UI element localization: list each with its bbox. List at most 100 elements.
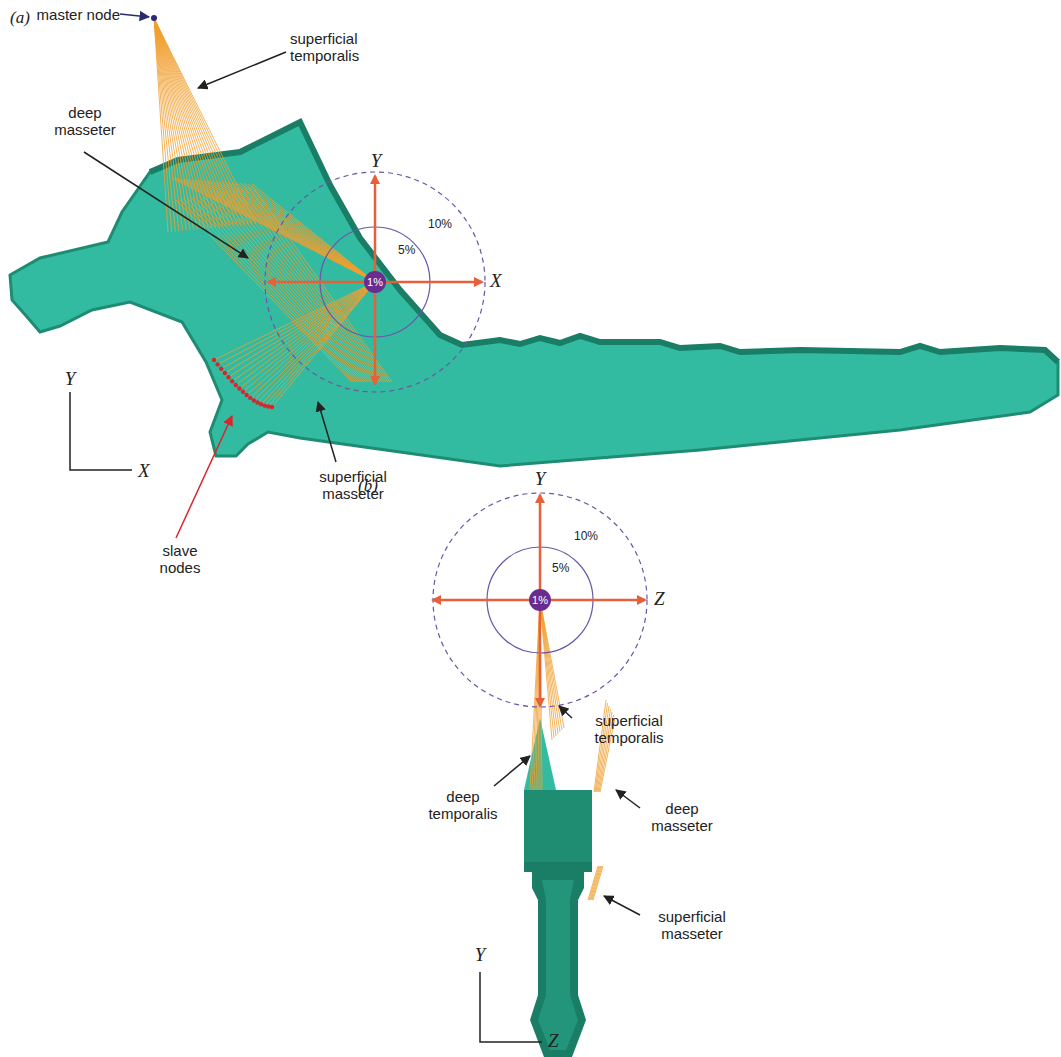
deep-masseter-fan: [184, 199, 356, 382]
superficial-masseter-fan: [588, 866, 598, 900]
centre-dot: 1%: [364, 271, 386, 293]
percent-label: 5%: [552, 562, 576, 576]
percent-label: 1%: [367, 276, 383, 288]
muscle-label: deep masseter: [642, 800, 722, 835]
deep-masseter-fan: [233, 190, 382, 383]
muscle-label: deep masseter: [40, 104, 130, 139]
percent-label: 10%: [574, 530, 606, 544]
deep-masseter-fan: [206, 194, 368, 382]
superficial-temporalis-fan: [154, 18, 216, 228]
superficial-temporalis-fan: [540, 600, 564, 728]
superficial-masseter-fan: [218, 282, 375, 364]
axis-letter: Y: [472, 944, 488, 966]
superficial-masseter-fan: [254, 282, 375, 400]
ramus-band: [524, 862, 592, 872]
deep-masseter-fan: [216, 181, 375, 282]
deep-masseter-fan: [218, 192, 374, 382]
superficial-temporalis-fan: [154, 18, 230, 226]
superficial-masseter-fan: [258, 282, 376, 403]
ten-percent-circle: [265, 172, 485, 392]
slave-node: [219, 367, 223, 371]
muscle-label: superficial masseter: [298, 468, 408, 503]
axis-arrows: [433, 495, 645, 706]
deep-temporalis-fan: [536, 600, 540, 790]
deep-temporalis-fan: [534, 600, 540, 790]
slave-node: [244, 393, 248, 397]
deep-masseter-fan: [212, 181, 375, 282]
deep-masseter-fan: [172, 178, 375, 282]
slave-node: [237, 386, 241, 390]
axis-letter: Z: [654, 588, 670, 610]
superficial-masseter-fan: [589, 866, 599, 900]
deep-temporalis-fan: [530, 600, 540, 790]
deep-masseter-fan: [236, 183, 375, 282]
body-section-inner: [538, 880, 578, 1050]
axis-letter: X: [138, 460, 154, 482]
leader: [559, 706, 572, 718]
superficial-masseter-fan: [593, 866, 603, 900]
slave-node: [230, 379, 234, 383]
panel-letter: (b): [358, 476, 398, 496]
deep-masseter-fan: [600, 718, 615, 792]
superficial-temporalis-fan: [154, 18, 205, 229]
superficial-masseter-fan: [221, 282, 375, 369]
deep-temporalis-fan: [540, 600, 541, 790]
axis-letter: Z: [548, 1030, 564, 1052]
superficial-masseter-fan: [590, 866, 600, 900]
deep-masseter-fan: [248, 187, 390, 382]
deep-masseter-fan: [229, 190, 380, 382]
corner-axes: [70, 392, 132, 470]
deep-masseter-fan: [176, 200, 352, 382]
deep-masseter-fan: [241, 188, 386, 382]
slave-node: [215, 362, 219, 366]
percent-label: 5%: [398, 244, 422, 258]
superficial-masseter-fan: [232, 282, 375, 381]
muscle-label: superficial temporalis: [574, 712, 684, 747]
slave-node: [248, 396, 252, 400]
master-node-dot: [151, 15, 157, 21]
ten-percent-circle: [433, 493, 647, 707]
ramus-section: [524, 790, 592, 862]
leader: [84, 152, 248, 258]
leader: [176, 416, 232, 538]
deep-masseter-fan: [222, 192, 376, 382]
superficial-masseter-fan: [591, 866, 601, 900]
deep-temporalis-fan: [532, 600, 540, 790]
superficial-masseter-fan: [214, 282, 375, 360]
callout-label: slave nodes: [140, 542, 220, 577]
deep-temporalis-fan: [540, 600, 542, 790]
corner-axes: [480, 972, 542, 1042]
slave-node: [223, 371, 227, 375]
deep-masseter-fan: [244, 183, 375, 282]
superficial-masseter-fan: [239, 282, 375, 389]
axis-letter: Y: [368, 150, 384, 172]
axis-letter: X: [490, 270, 506, 292]
axis-letter: Y: [62, 368, 78, 390]
deep-masseter-fan: [195, 197, 362, 383]
superficial-temporalis-fan: [154, 18, 245, 225]
deep-masseter-fan: [210, 194, 370, 382]
slave-node: [234, 383, 238, 387]
centre-dot: 1%: [529, 589, 551, 611]
superficial-temporalis-fan: [154, 18, 201, 229]
superficial-temporalis-fan: [154, 18, 190, 230]
axis-letter: Y: [532, 468, 548, 490]
deep-masseter-fan: [208, 181, 375, 282]
superficial-masseter-fan: [265, 282, 375, 406]
slave-node: [241, 390, 245, 394]
muscle-label: deep temporalis: [418, 788, 508, 823]
superficial-masseter-fan: [592, 866, 602, 900]
leader: [494, 756, 530, 786]
deep-masseter-fan: [237, 189, 384, 382]
deep-temporalis-fan: [538, 600, 540, 790]
leader: [616, 790, 640, 808]
leader: [198, 52, 286, 88]
slave-node: [270, 405, 274, 409]
superficial-masseter-fan: [261, 282, 375, 404]
callout-label: master node: [30, 6, 120, 23]
muscle-label: superficial temporalis: [290, 30, 405, 65]
muscle-label: superficial masseter: [642, 908, 742, 943]
percent-label: 1%: [532, 594, 548, 606]
body-section: [530, 872, 586, 1057]
